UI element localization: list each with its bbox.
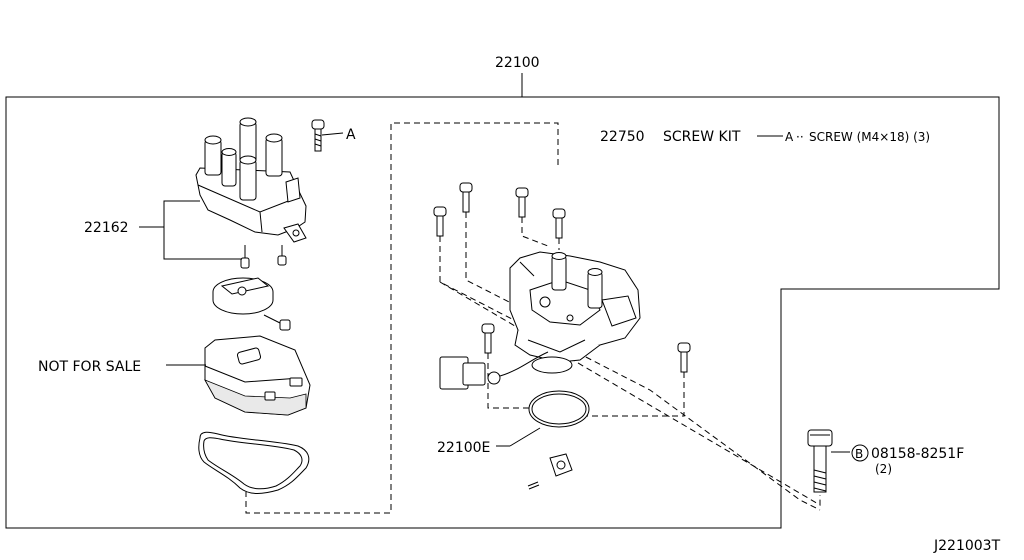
screw-kit-dots: ·· — [796, 130, 804, 144]
rotor-screw-icon — [263, 314, 291, 331]
screw-kit-number: 22750 — [600, 129, 645, 145]
screw-a-icon — [311, 119, 325, 152]
bolt-icon — [807, 429, 833, 493]
assembly-frame — [5, 96, 1000, 529]
bolt-number-label: 08158-8251F — [871, 446, 964, 462]
distributor-body-icon — [509, 251, 641, 374]
rotor-icon — [212, 277, 274, 315]
bolt-circle — [851, 444, 869, 462]
group-dashed-outline — [245, 122, 559, 514]
diagram-id: J221003T — [933, 538, 1001, 554]
screw-kit-name: SCREW KIT — [663, 129, 741, 145]
not-for-sale-label: NOT FOR SALE — [38, 359, 141, 375]
cap-part-label: 22162 — [84, 220, 129, 236]
collar-icon — [527, 453, 573, 490]
cap-screw-icon — [240, 245, 287, 269]
distributor-cap-icon — [195, 117, 307, 243]
bolt-circle-letter: B — [855, 447, 863, 461]
cover-icon — [204, 335, 311, 416]
o-ring-icon — [528, 390, 590, 428]
connector-icon — [439, 351, 549, 390]
bolt-qty-label: (2) — [875, 462, 892, 476]
screw-kit-spec: SCREW (M4×18) (3) — [809, 130, 930, 144]
oring-label: 22100E — [437, 440, 490, 456]
screw-a-label: A — [346, 127, 356, 143]
gasket-icon — [198, 431, 310, 494]
screw-kit-ref: A — [785, 130, 794, 144]
assembly-label: 22100 — [495, 55, 540, 71]
